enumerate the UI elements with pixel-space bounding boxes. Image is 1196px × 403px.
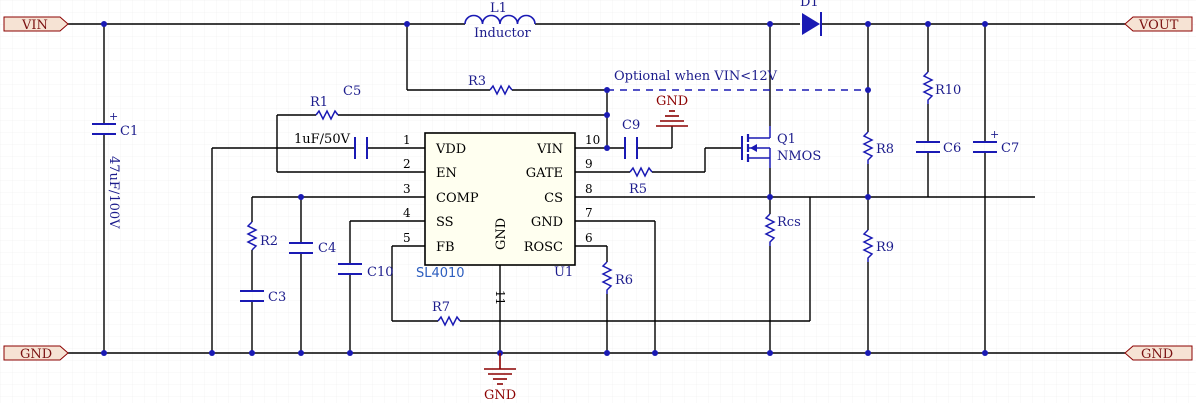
- port-vin-label: VIN: [21, 18, 48, 33]
- c7-ref: C7: [1001, 141, 1019, 156]
- c10-ref: C10: [367, 265, 394, 280]
- resistor-r10[interactable]: R10: [922, 71, 961, 104]
- port-vin[interactable]: VIN: [3, 16, 69, 33]
- capacitor-c4[interactable]: C4: [289, 241, 336, 256]
- pin-2-num: 2: [403, 157, 411, 171]
- pin-fb-name: FB: [436, 240, 455, 255]
- capacitor-c9[interactable]: C9: [622, 118, 640, 159]
- ground-symbol-bottom: GND: [484, 353, 516, 403]
- ground-bottom-label: GND: [484, 388, 516, 403]
- pin-gnd-name: GND: [531, 215, 563, 230]
- r10-ref: R10: [935, 83, 961, 98]
- c5-value: 1uF/50V: [294, 132, 351, 147]
- capacitor-c5[interactable]: 1uF/50V: [294, 132, 368, 159]
- port-vout[interactable]: VOUT: [1124, 16, 1193, 33]
- resistor-r8[interactable]: R8: [862, 131, 894, 164]
- c6-ref: C6: [943, 141, 961, 156]
- l1-ref: L1: [490, 1, 507, 16]
- pin-4-num: 4: [403, 206, 411, 220]
- resistor-r9[interactable]: R9: [862, 229, 894, 262]
- c7-plus: +: [990, 128, 999, 141]
- resistor-r6[interactable]: R6: [601, 261, 633, 294]
- r9-ref: R9: [876, 240, 894, 255]
- c1-plus: +: [109, 110, 118, 123]
- pin-3-num: 3: [403, 182, 411, 196]
- pin-7-num: 7: [585, 206, 593, 220]
- capacitor-c6[interactable]: C6: [916, 141, 961, 156]
- q1-type: NMOS: [777, 149, 821, 164]
- ground-symbol-top: GND: [656, 94, 688, 127]
- pin-9-num: 9: [585, 157, 593, 171]
- c3-ref: C3: [268, 290, 286, 305]
- port-gnd-left[interactable]: GND: [3, 345, 69, 362]
- ground-top-label: GND: [656, 94, 688, 109]
- pin-bottom-gnd-name: GND: [494, 218, 509, 250]
- ic-part-number: SL4010: [416, 266, 465, 281]
- r8-ref: R8: [876, 142, 894, 157]
- pin-gate-name: GATE: [526, 166, 563, 181]
- resistor-r7[interactable]: R7: [432, 300, 461, 327]
- pin-en-name: EN: [436, 166, 457, 181]
- pin-rosc-name: ROSC: [524, 240, 563, 255]
- optional-note: Optional when VIN<12V: [614, 69, 778, 84]
- ic-ref: U1: [554, 265, 573, 280]
- pin-5-num: 5: [403, 231, 411, 245]
- pin-vdd-name: VDD: [435, 142, 466, 157]
- ic-u1[interactable]: VDD EN COMP SS FB VIN GATE CS GND ROSC G…: [403, 132, 600, 305]
- capacitor-c1[interactable]: + C1 47uF/100V: [92, 110, 138, 229]
- r2-ref: R2: [260, 234, 278, 249]
- pin-vin-name: VIN: [536, 142, 563, 157]
- diode-d1[interactable]: D1: [800, 0, 822, 36]
- pin-10-num: 10: [585, 133, 600, 147]
- r3-ref: R3: [468, 74, 486, 89]
- capacitor-c7[interactable]: + C7: [973, 128, 1019, 156]
- c5-ref: C5: [343, 84, 361, 99]
- l1-value: Inductor: [474, 26, 532, 41]
- c1-ref: C1: [120, 124, 138, 139]
- wires: [68, 23, 1125, 354]
- port-vout-label: VOUT: [1138, 18, 1179, 33]
- pin-ss-name: SS: [436, 215, 454, 230]
- d1-ref: D1: [800, 0, 819, 10]
- r1-ref: R1: [310, 95, 328, 110]
- pin-comp-name: COMP: [436, 191, 479, 206]
- capacitor-c3[interactable]: C3: [240, 290, 286, 305]
- rcs-ref: Rcs: [777, 215, 801, 230]
- port-gnd-right[interactable]: GND: [1124, 345, 1193, 362]
- resistor-r2[interactable]: R2: [246, 221, 278, 251]
- r5-ref: R5: [629, 182, 647, 197]
- port-gnd-left-label: GND: [20, 347, 52, 362]
- q1-ref: Q1: [777, 132, 796, 147]
- resistor-r3[interactable]: R3: [468, 74, 513, 96]
- pin-6-num: 6: [585, 231, 593, 245]
- port-gnd-right-label: GND: [1141, 347, 1173, 362]
- pin-cs-name: CS: [544, 191, 563, 206]
- junction-dots: [101, 21, 988, 356]
- mosfet-q1[interactable]: Q1 NMOS: [741, 126, 821, 168]
- resistor-rcs[interactable]: Rcs: [764, 213, 801, 246]
- inductor-l1[interactable]: L1 Inductor: [464, 1, 536, 41]
- pin-11-num: 11: [493, 290, 507, 305]
- resistor-r5[interactable]: R5: [629, 166, 653, 197]
- c9-ref: C9: [622, 118, 640, 133]
- r7-ref: R7: [432, 300, 450, 315]
- resistor-r1[interactable]: R1: [310, 95, 339, 121]
- pin-1-num: 1: [403, 133, 411, 147]
- c1-value: 47uF/100V: [106, 156, 121, 229]
- c4-ref: C4: [318, 241, 336, 256]
- pin-8-num: 8: [585, 182, 593, 196]
- r6-ref: R6: [615, 273, 633, 288]
- capacitor-c10[interactable]: C10: [338, 263, 394, 280]
